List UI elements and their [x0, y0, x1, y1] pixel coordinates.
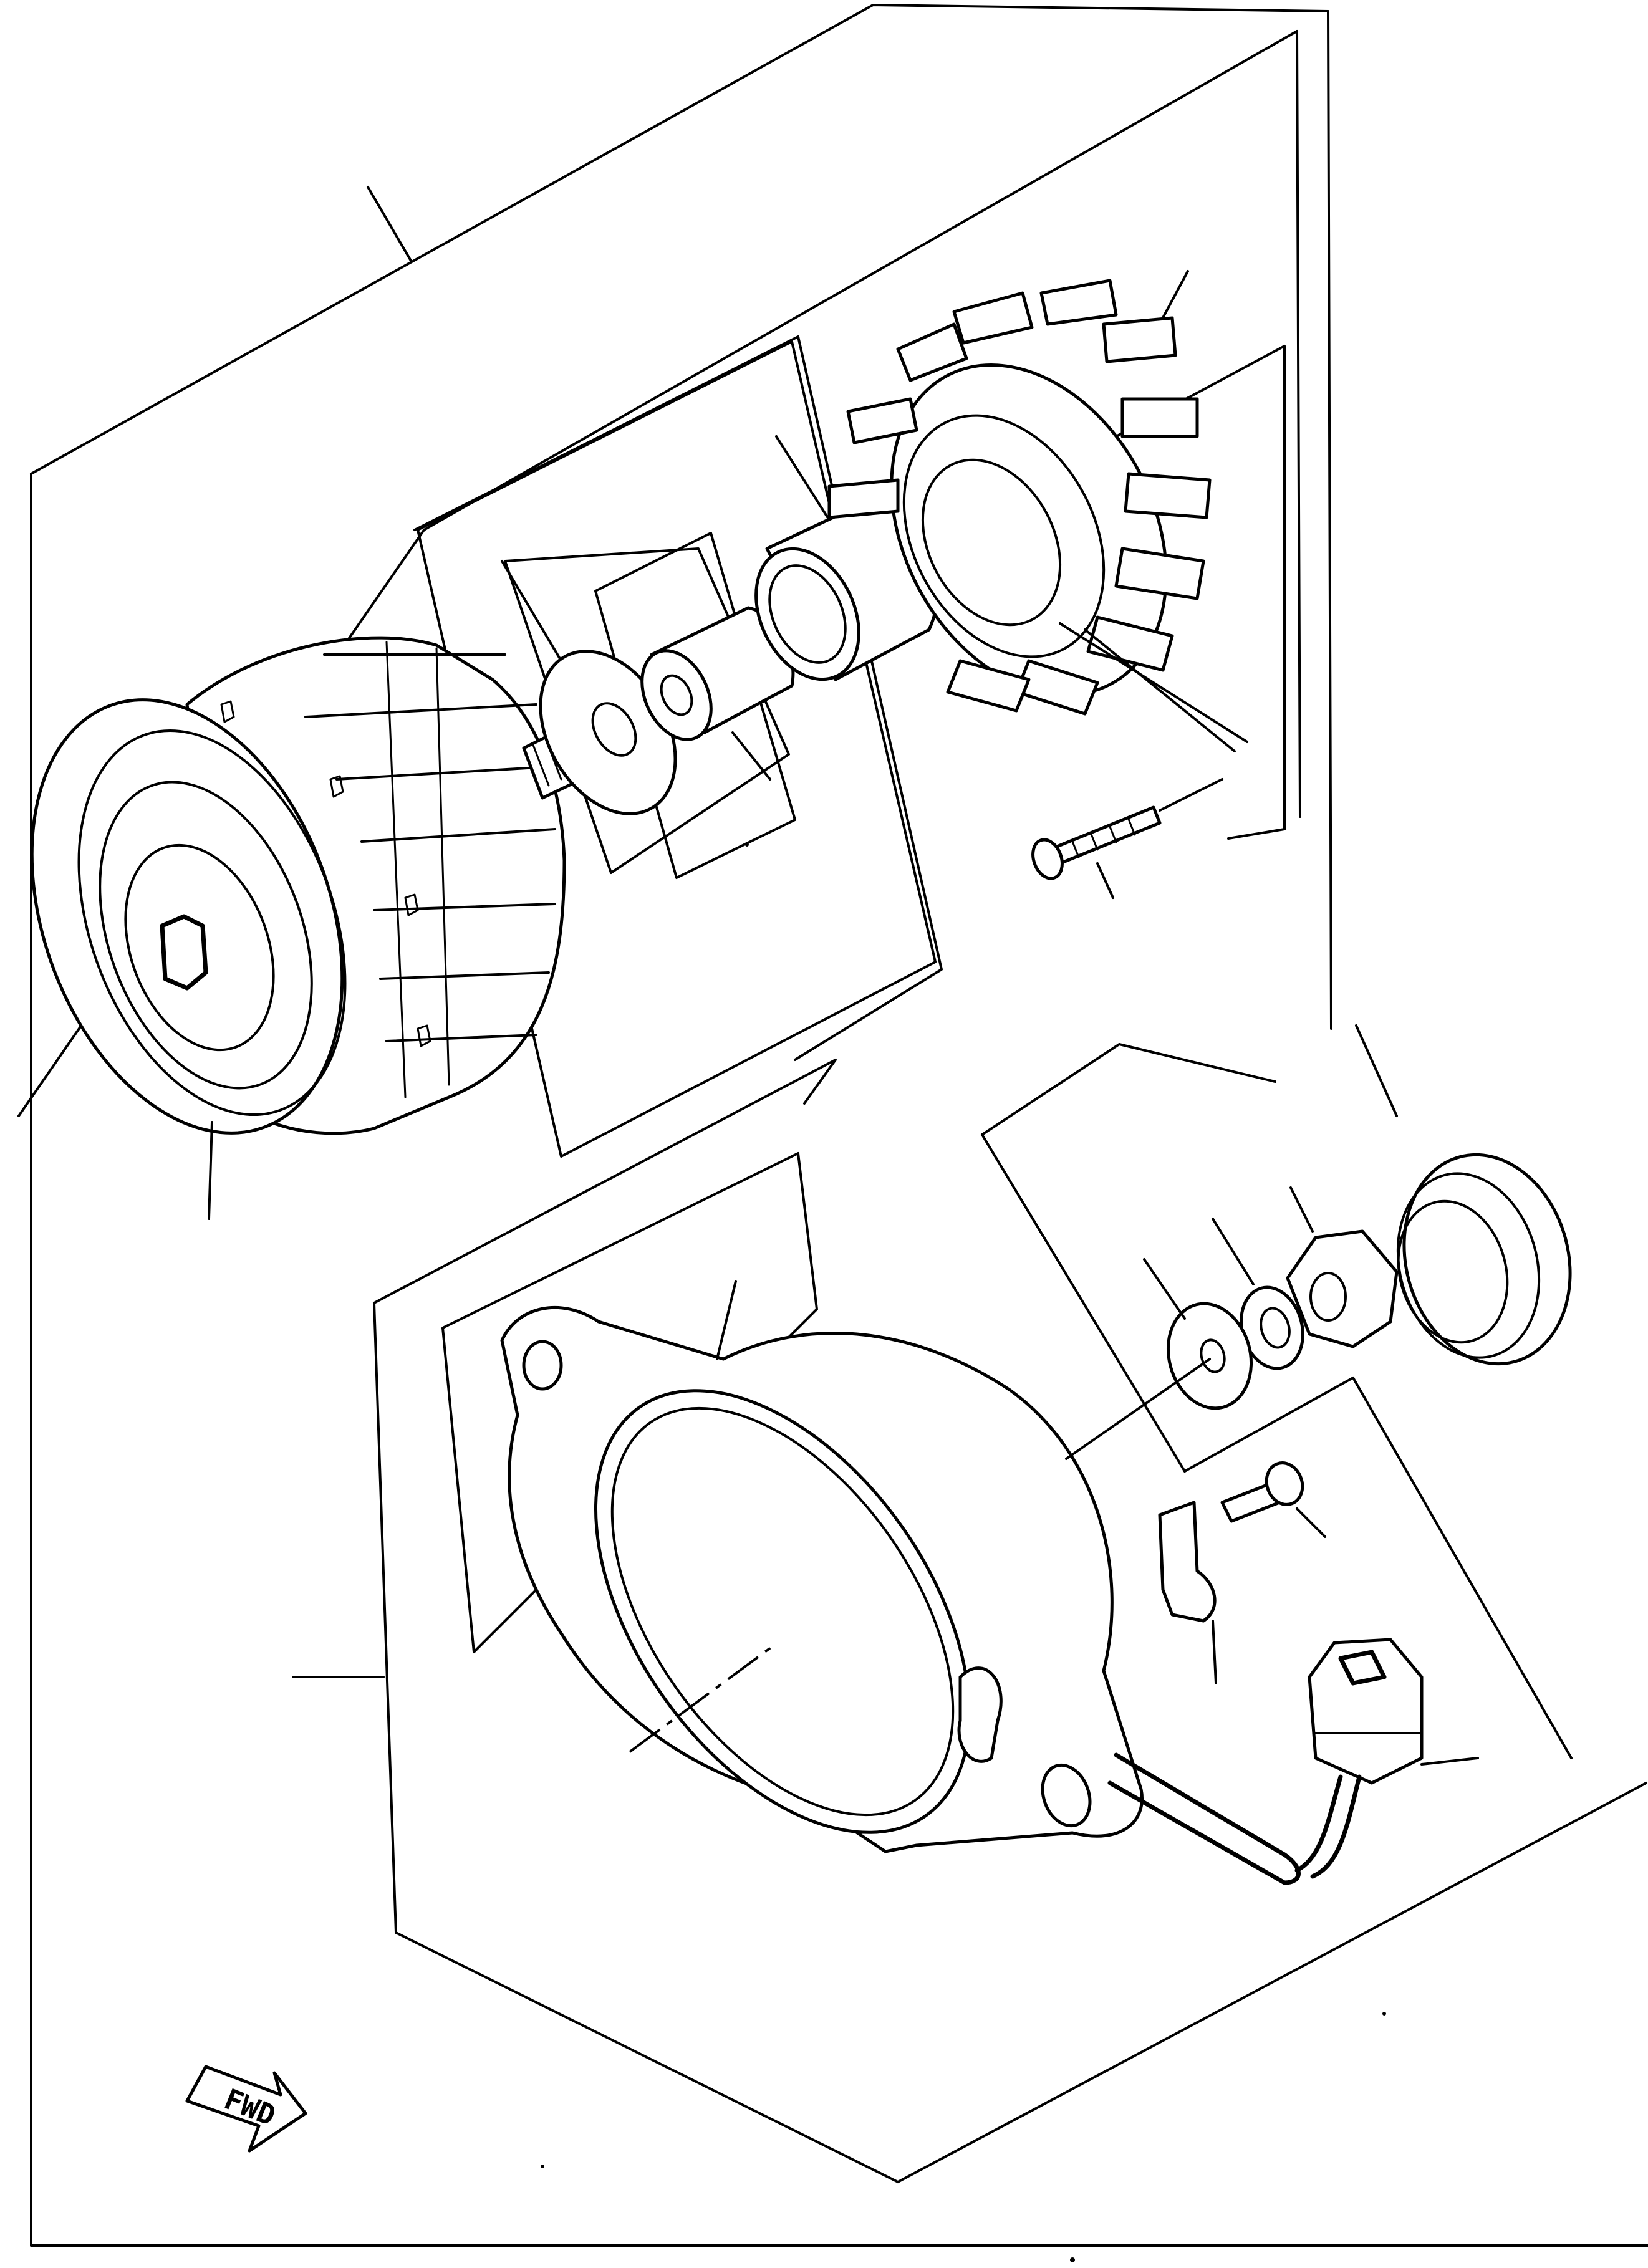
- leader-line: [731, 731, 771, 781]
- flat-washer: [1065, 1302, 1253, 1460]
- hex-hub-icon: [160, 914, 208, 991]
- seal: [1396, 1153, 1572, 1366]
- rotor-flywheel: [30, 636, 566, 1135]
- assembly-outline-upper: [30, 4, 1648, 2247]
- leader-line: [1096, 862, 1114, 899]
- center-line: [629, 1645, 774, 1753]
- stator-base: [500, 1305, 1144, 1853]
- panel-base-group: [373, 1059, 1647, 2183]
- leader-line: [1289, 1186, 1314, 1233]
- leader-line: [1355, 1024, 1398, 1117]
- leader-line: [501, 560, 562, 662]
- wire-clamp: [1158, 1501, 1217, 1684]
- panel-seal-group: [981, 1043, 1573, 1759]
- leader-line: [1212, 1218, 1255, 1285]
- leader-line: [716, 1280, 737, 1360]
- nut: [1286, 1229, 1399, 1348]
- leader-line: [775, 435, 837, 531]
- screw: [1031, 778, 1223, 880]
- stator-coil: [827, 279, 1248, 752]
- leader-line: [1143, 1258, 1186, 1320]
- leader-line: [208, 1121, 213, 1220]
- connector: [1107, 1638, 1479, 1885]
- leader-line: [367, 186, 413, 263]
- bolt-small: [1220, 1461, 1326, 1538]
- fwd-arrow-icon: FWD: [185, 2065, 307, 2153]
